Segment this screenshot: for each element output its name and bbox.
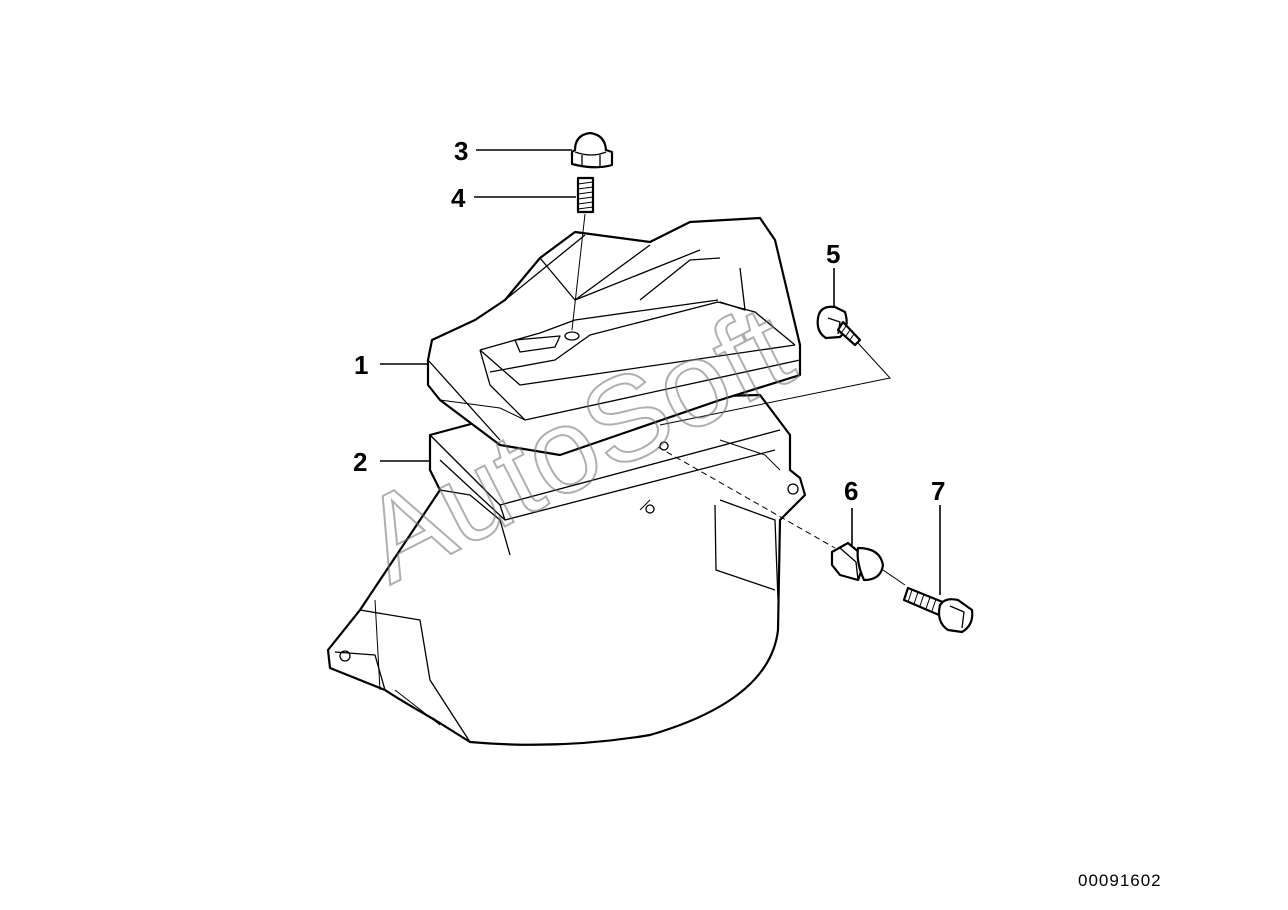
- callout-2: 2: [353, 447, 367, 477]
- callout-1: 1: [354, 350, 368, 380]
- hex-screw: [902, 586, 974, 634]
- lower-housing: [326, 393, 807, 746]
- assembly-axis: [657, 446, 836, 549]
- callout-6: 6: [844, 476, 858, 506]
- callout-5: 5: [826, 239, 840, 269]
- callout-4: 4: [451, 183, 466, 213]
- callout-3: 3: [454, 136, 468, 166]
- diagram-code: 00091602: [1078, 871, 1162, 890]
- clip-nut: [830, 541, 885, 582]
- washer-screw-upper: [659, 305, 891, 426]
- cap-nut: [570, 131, 614, 169]
- callout-7: 7: [931, 476, 945, 506]
- threaded-stud: [571, 176, 595, 331]
- upper-frame: [426, 216, 802, 457]
